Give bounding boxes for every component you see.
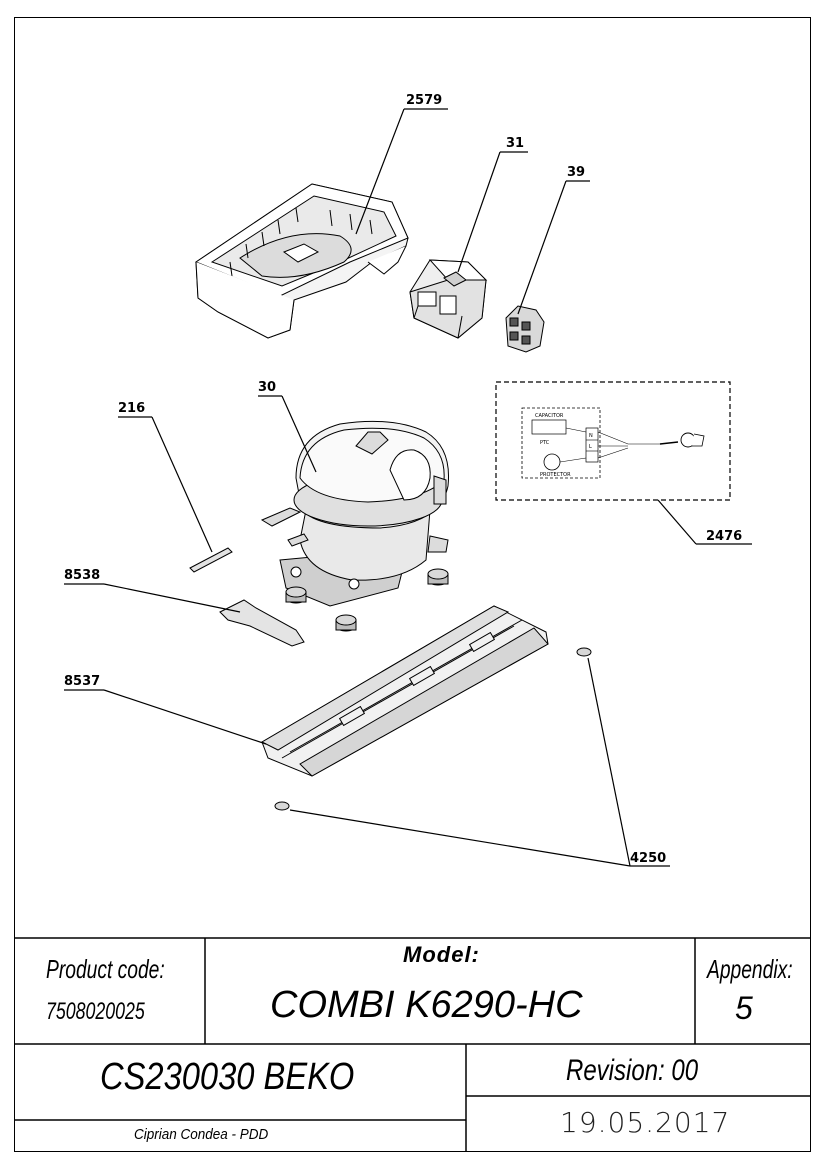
callout-30: 30 (258, 380, 276, 395)
label-ptc: PTC (540, 440, 550, 446)
part-2579-tray (194, 183, 409, 339)
leader-4250-a (289, 809, 631, 867)
leader-8537 (103, 689, 267, 745)
leader-30 (281, 395, 317, 473)
title-block-frame (14, 937, 811, 1152)
product-code-label: Product code: (46, 954, 165, 984)
leader-2579 (355, 108, 405, 235)
callout-8537: 8537 (64, 674, 100, 689)
model-label: Model: (403, 942, 480, 967)
leader-31 (457, 151, 501, 273)
part-216-pin (189, 547, 233, 573)
part-30-compressor (260, 420, 450, 607)
revision: Revision: 00 (566, 1054, 699, 1087)
appendix-label: Appendix: (707, 954, 793, 984)
grommets (274, 568, 592, 811)
leader-8538 (103, 583, 241, 613)
revision-date: 19.05.2017 (560, 1106, 731, 1139)
part-31-relay-cover (409, 259, 488, 339)
part-39-connector (505, 305, 545, 353)
model-name: COMBI K6290-HC (270, 984, 583, 1026)
part-8538-strap (219, 599, 305, 647)
product-code: 7508020025 (46, 998, 145, 1025)
label-protector: PROTECTOR (540, 472, 571, 478)
author: Ciprian Condea - PDD (134, 1126, 269, 1143)
callout-4250: 4250 (630, 851, 666, 866)
appendix-number: 5 (735, 990, 753, 1026)
leader-2476 (657, 499, 697, 545)
terminal-n: N (589, 433, 593, 439)
callout-8538: 8538 (64, 568, 100, 583)
leader-216 (151, 416, 213, 553)
terminal-l: L (589, 444, 592, 450)
leader-39 (517, 180, 567, 315)
part-8537-base-rail (260, 605, 549, 777)
callout-2579: 2579 (406, 93, 442, 108)
callout-39: 39 (567, 165, 585, 180)
label-capacitor: CAPACITOR (535, 413, 564, 419)
callout-216: 216 (118, 401, 145, 416)
callout-31: 31 (506, 136, 524, 151)
leader-4250-b (587, 657, 631, 867)
part-2476-wiring-diagram: CAPACITOR PTC PROTECTOR N L (495, 381, 731, 501)
document-id: CS230030 BEKO (100, 1056, 355, 1098)
drawing-sheet (14, 17, 811, 1152)
callout-2476: 2476 (706, 529, 742, 544)
